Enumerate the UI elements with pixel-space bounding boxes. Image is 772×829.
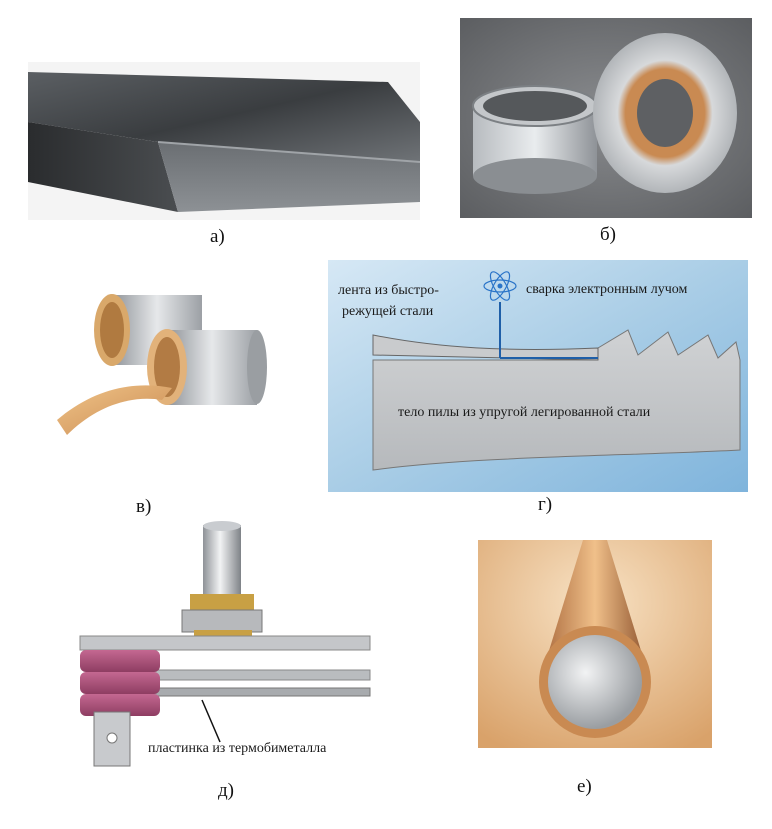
steel-plate-illustration <box>28 62 420 220</box>
caption-g: г) <box>538 494 553 515</box>
figure-bimetal-wire <box>478 540 712 748</box>
figure-steel-plate <box>28 62 420 220</box>
bushings-illustration <box>52 270 278 440</box>
label-saw-body: тело пилы из упругой легированной стали <box>398 405 651 420</box>
thermostat-illustration: пластинка из термобиметалла <box>70 520 400 770</box>
electron-beam-icon <box>483 271 517 301</box>
bimetal-rings-illustration <box>460 18 752 218</box>
caption-e: е) <box>577 776 592 797</box>
figure-bushings <box>52 270 278 440</box>
caption-v: в) <box>136 496 152 517</box>
caption-b: б) <box>600 224 616 245</box>
bimetal-saw-diagram: лента из быстро- режущей стали сварка эл… <box>328 260 748 492</box>
label-hss-strip-line2: режущей стали <box>342 304 434 319</box>
bimetal-wire-illustration <box>478 540 712 748</box>
figure-thermostat: пластинка из термобиметалла <box>70 520 400 770</box>
figure-bimetal-rings <box>460 18 752 218</box>
caption-d: д) <box>218 780 234 801</box>
figure-bimetal-saw: лента из быстро- режущей стали сварка эл… <box>328 260 748 492</box>
label-bimetal-plate: пластинка из термобиметалла <box>148 741 327 756</box>
caption-a: а) <box>210 226 225 247</box>
label-electron-beam-weld: сварка электронным лучом <box>526 282 688 297</box>
label-hss-strip-line1: лента из быстро- <box>338 283 439 298</box>
